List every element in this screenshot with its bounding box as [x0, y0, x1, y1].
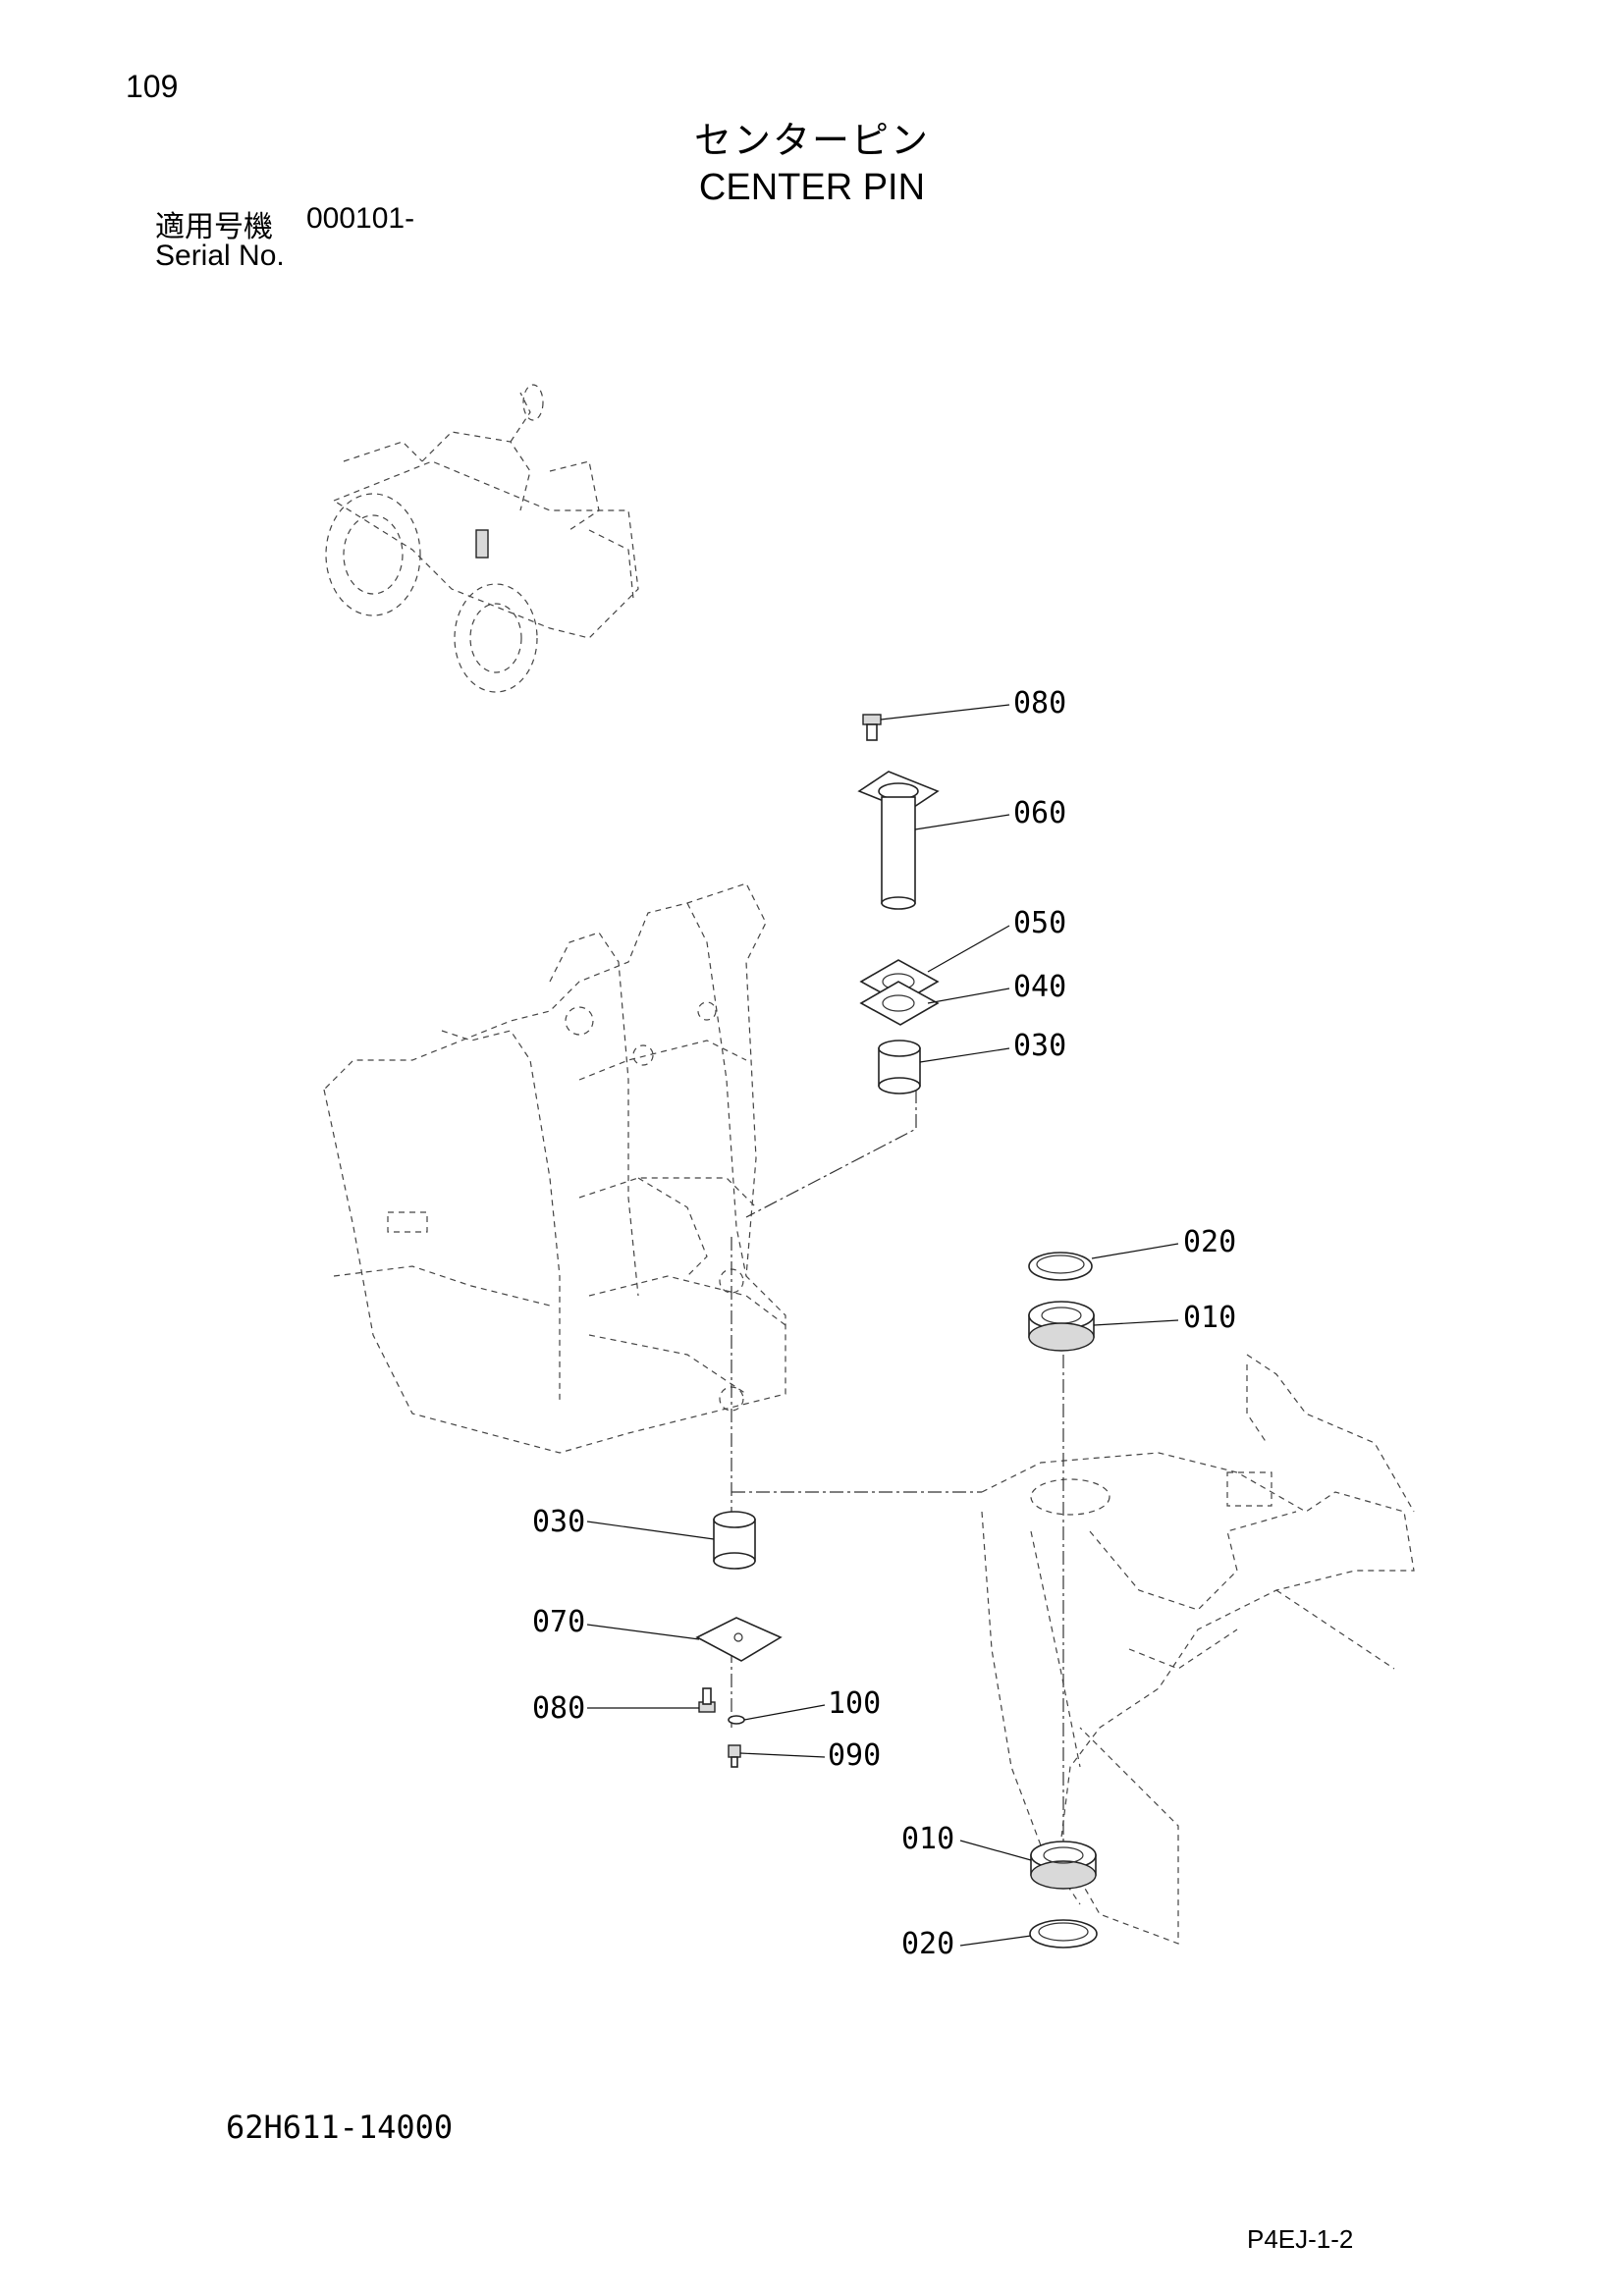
front-frame-illustration — [323, 882, 786, 1454]
callout-upper-bushing: 030 — [1013, 1029, 1066, 1063]
callout-upper-bolt: 080 — [1013, 686, 1066, 721]
part-grease-fitting — [728, 1744, 741, 1768]
title-japanese: センターピン — [693, 119, 930, 162]
part-lower-bearing — [1030, 1841, 1097, 1890]
assembly-axis-lines — [731, 1090, 1064, 1845]
callout-lower-bushing: 030 — [532, 1505, 585, 1539]
part-upper-pin — [857, 771, 940, 910]
serial-range: 000101- — [306, 202, 415, 235]
callout-shim-b: 040 — [1013, 970, 1066, 1004]
callout-lower-plate: 070 — [532, 1605, 585, 1639]
callout-lower-bearing: 010 — [901, 1822, 954, 1856]
serial-label-english: Serial No. — [155, 240, 285, 272]
part-shim-b — [859, 981, 940, 1026]
part-washer — [728, 1715, 745, 1725]
part-lower-bolt — [698, 1687, 716, 1713]
illustration-part-code: 62H611-14000 — [226, 2109, 454, 2146]
rear-frame-illustration — [981, 1354, 1415, 1945]
callout-washer: 100 — [828, 1686, 881, 1721]
part-upper-bolt — [862, 714, 882, 741]
part-lower-bushing — [713, 1511, 756, 1570]
title-english: CENTER PIN — [698, 167, 926, 208]
callout-lower-seal: 020 — [901, 1927, 954, 1961]
callout-labels: 080 060 050 040 030 020 010 030 070 080 … — [532, 686, 1236, 1961]
callout-upper-bearing: 010 — [1183, 1301, 1236, 1335]
part-lower-plate — [695, 1617, 783, 1662]
serial-label-japanese: 適用号機 — [155, 210, 273, 244]
page-number: 109 — [126, 69, 179, 104]
callout-shim-a: 050 — [1013, 906, 1066, 940]
callout-grease-fitting: 090 — [828, 1738, 881, 1773]
page-reference: P4EJ-1-2 — [1247, 2224, 1354, 2254]
part-upper-seal — [1028, 1252, 1093, 1281]
leader-lines — [586, 704, 1179, 1947]
callout-upper-pin: 060 — [1013, 796, 1066, 830]
part-upper-bushing — [878, 1040, 921, 1095]
callout-lower-bolt: 080 — [532, 1691, 585, 1726]
part-lower-seal — [1029, 1919, 1098, 1949]
machine-overview-illustration — [325, 384, 639, 693]
part-upper-bearing — [1028, 1301, 1095, 1352]
callout-upper-seal: 020 — [1183, 1225, 1236, 1259]
